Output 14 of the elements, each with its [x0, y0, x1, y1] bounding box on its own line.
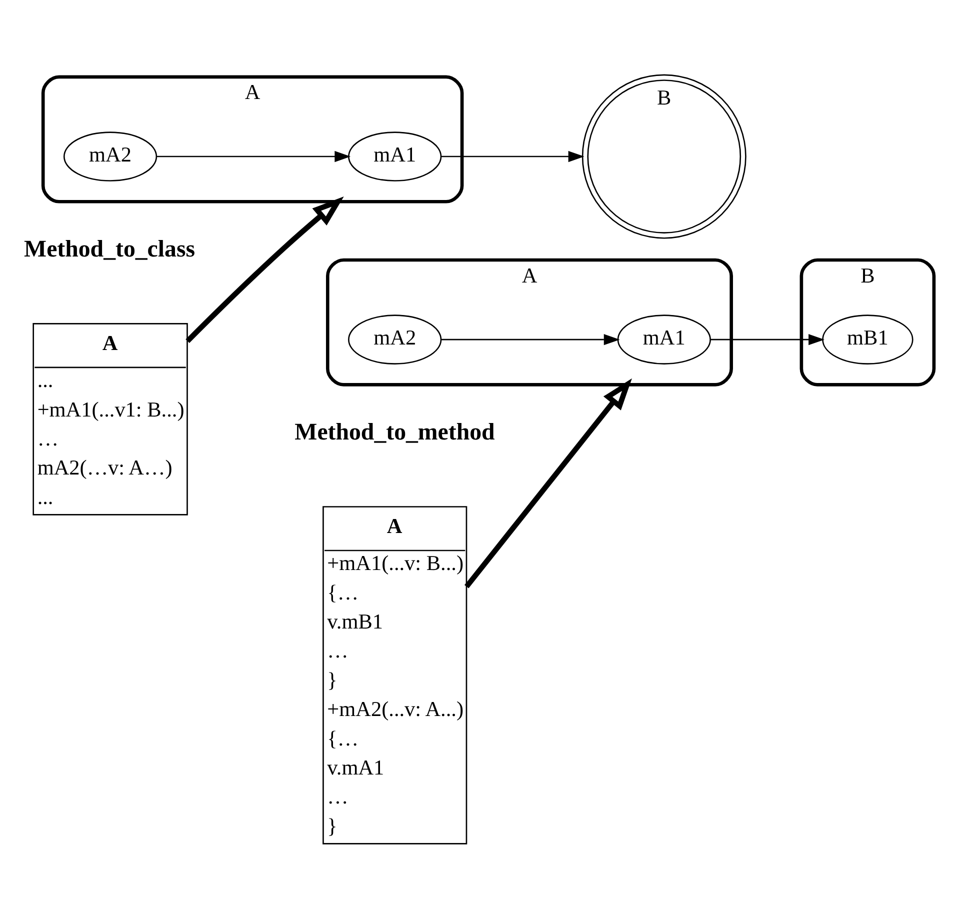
arrow	[464, 378, 632, 588]
arrow	[710, 334, 824, 345]
node-circle: B	[582, 74, 746, 238]
node-ellipse: mA2	[348, 314, 442, 364]
label: Method_to_class	[24, 236, 196, 262]
arrow	[156, 150, 351, 162]
node-ellipse: mA1	[617, 314, 711, 364]
arrow	[441, 334, 620, 345]
arrow	[186, 196, 344, 342]
node-ellipse: mA1	[348, 131, 442, 181]
arrow	[441, 150, 584, 162]
label: Method_to_method	[294, 419, 495, 446]
node-ellipse: mA2	[63, 131, 158, 181]
node-ellipse: mB1	[822, 314, 914, 364]
